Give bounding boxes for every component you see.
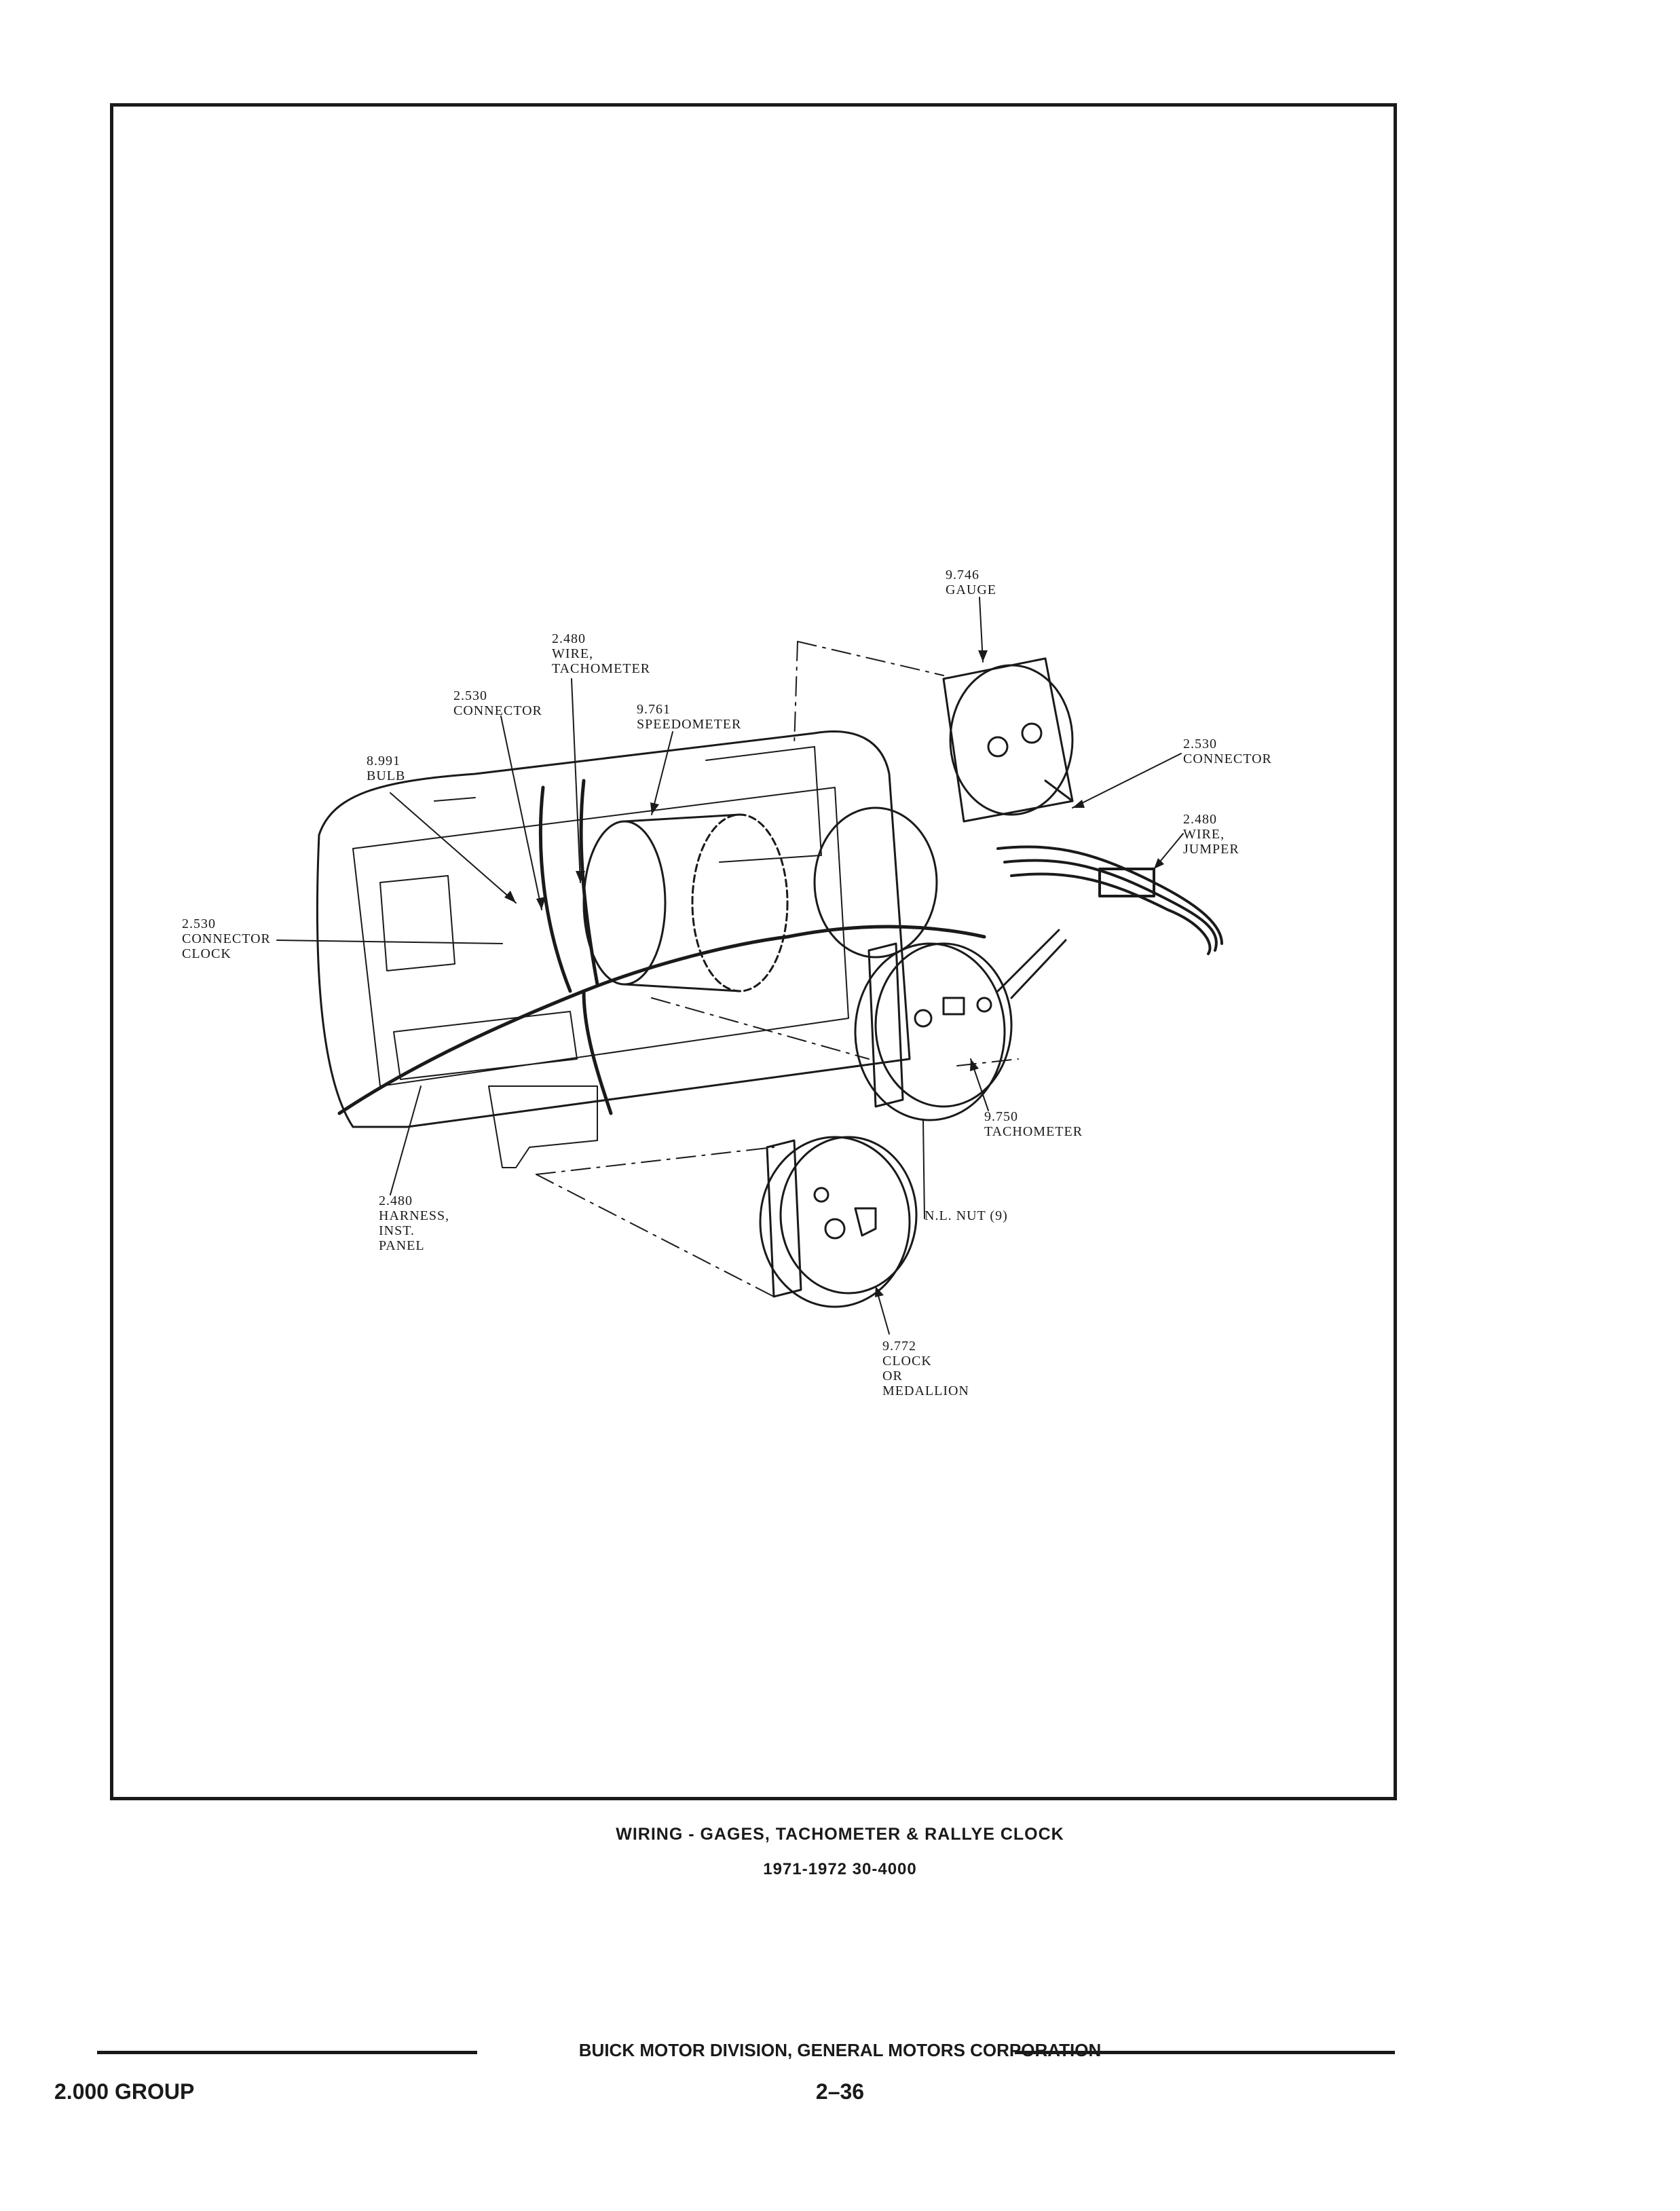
speedometer-drum (582, 813, 789, 992)
diagram-frame (110, 103, 1397, 1800)
instrument-panel-housing (316, 730, 911, 1168)
label-clock: 9.772 CLOCK OR MEDALLION (882, 1339, 969, 1398)
label-connector-right: 2.530 CONNECTOR (1183, 737, 1272, 766)
gauge-unit (942, 657, 1074, 823)
clock-unit (759, 1136, 918, 1308)
label-gauge: 9.746 GAUGE (946, 568, 996, 597)
leader-lines (276, 597, 1184, 1335)
footer-publisher: BUICK MOTOR DIVISION, GENERAL MOTORS COR… (578, 2040, 1102, 2060)
label-speedometer: 9.761 SPEEDOMETER (637, 702, 742, 732)
label-connector-top: 2.530 CONNECTOR (453, 688, 542, 718)
label-connector-clock: 2.530 CONNECTOR CLOCK (182, 916, 271, 961)
figure-caption-subtitle: 1971-1972 30-4000 (763, 1860, 917, 1878)
harness-bundle (337, 779, 986, 1115)
tachometer-unit (854, 929, 1067, 1121)
jumper-wire-bundle (996, 845, 1223, 955)
label-tachometer: 9.750 TACHOMETER (984, 1109, 1083, 1139)
alignment-lines (536, 641, 1019, 1297)
footer-page-number: 2–36 (815, 2079, 865, 2104)
footer-group: 2.000 GROUP (54, 2079, 195, 2104)
fuel-gauge-housing (813, 806, 938, 959)
label-bulb: 8.991 BULB (367, 754, 406, 783)
footer-rule-left (97, 2051, 477, 2054)
label-nl-nut: N.L. NUT (9) (925, 1208, 1008, 1223)
label-wire-tachometer: 2.480 WIRE, TACHOMETER (552, 631, 651, 676)
footer-rule-right (1015, 2051, 1395, 2054)
figure-caption-title: WIRING - GAGES, TACHOMETER & RALLYE CLOC… (616, 1825, 1064, 1844)
label-wire-jumper: 2.480 WIRE, JUMPER (1183, 812, 1239, 857)
label-harness: 2.480 HARNESS, INST. PANEL (379, 1193, 450, 1253)
